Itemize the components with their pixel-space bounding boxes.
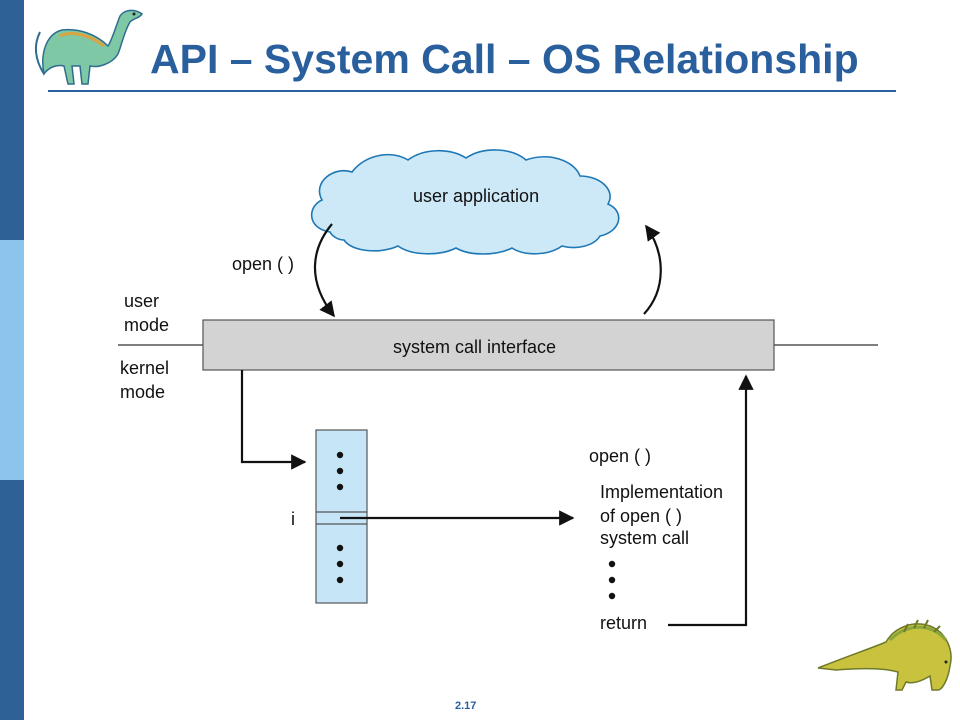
sidebar-middle-block — [0, 240, 24, 480]
sidebar-top-block — [0, 0, 24, 240]
open-call-arrow — [313, 223, 335, 318]
implementation-dots — [608, 560, 616, 600]
table-index-label: i — [291, 509, 295, 529]
interface-label: system call interface — [393, 337, 557, 357]
return-to-app-arrow — [643, 224, 662, 315]
dinosaur-logo-bottom — [817, 619, 952, 691]
system-call-interface-box — [202, 319, 775, 371]
table-dots-top — [336, 451, 344, 491]
user-mode-label-line1: user — [124, 291, 160, 311]
implementation-line1: Implementation — [600, 482, 724, 502]
system-call-table — [315, 429, 368, 604]
kernel-mode-label-line2: mode — [120, 382, 166, 402]
implementation-line2: of open ( ) — [600, 506, 683, 526]
title-underline — [48, 90, 896, 92]
user-application-cloud — [310, 149, 620, 255]
open-call-label: open ( ) — [232, 254, 295, 274]
kernel-mode-label-line1: kernel — [120, 358, 170, 378]
slide-title: API – System Call – OS Relationship — [150, 36, 859, 82]
sidebar-bottom-block — [0, 480, 24, 720]
slide-number: 2.17 — [455, 700, 477, 712]
user-mode-label-line2: mode — [124, 315, 170, 335]
table-dots-bottom — [336, 544, 344, 584]
return-arrow — [668, 374, 754, 627]
dinosaur-logo-top — [34, 9, 143, 85]
dispatch-arrow — [240, 370, 307, 470]
cloud-label: user application — [413, 186, 540, 206]
implementation-line3: system call — [600, 528, 690, 548]
return-label: return — [600, 613, 648, 633]
implementation-name-label: open ( ) — [589, 446, 652, 466]
